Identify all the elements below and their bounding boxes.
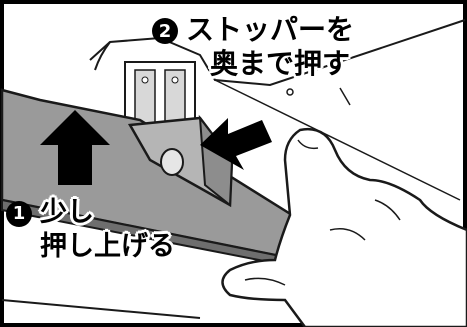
step1-text-line2: 押し上げる <box>40 231 175 262</box>
step2-label-line1: 2 ストッパーを <box>152 8 354 48</box>
device-edge <box>214 79 461 201</box>
step2-number-badge: 2 <box>152 18 178 44</box>
step2-text-line2: 奥まで押す <box>210 47 351 80</box>
step1-number-badge: 1 <box>6 200 32 227</box>
push-arrow-icon <box>200 118 272 170</box>
screw-hole <box>286 88 294 96</box>
step2-text-line1: ストッパーを <box>186 13 355 46</box>
hand-illustration <box>221 127 467 327</box>
up-arrow-icon <box>40 110 110 185</box>
step1-text-line1: 少し <box>40 197 94 228</box>
step1-label-line1: 1 少し <box>6 190 94 229</box>
base-line <box>1 299 201 319</box>
